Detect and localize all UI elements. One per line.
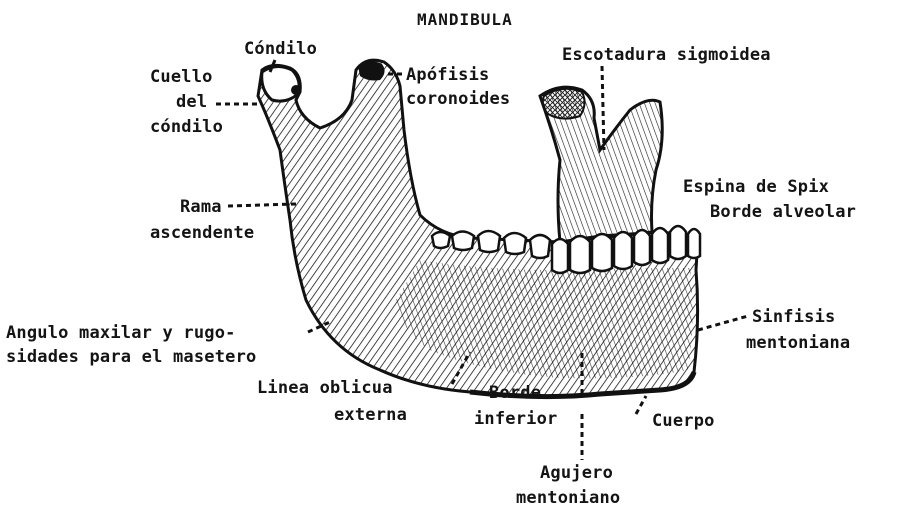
label-apofisis-line1: Apófisis [406,64,489,86]
label-agujero-line1: Agujero [540,462,613,484]
label-borde-alveolar: Borde alveolar [710,201,856,223]
label-rama-line1: Rama [180,196,222,218]
right-condyle [543,89,585,119]
label-linea-line2: externa [334,404,407,426]
label-condilo: Cóndilo [244,38,317,60]
label-agujero-line2: mentoniano [516,487,620,509]
label-sinfisis-line1: Sinfisis [752,306,835,328]
label-cuello-line1: Cuello [150,66,213,88]
label-linea-line1: Linea oblicua [257,377,393,399]
label-borde-inferior-line2: inferior [474,408,557,430]
label-cuello-line2: del [176,91,207,113]
label-cuerpo: Cuerpo [652,410,715,432]
label-cuello-line3: cóndilo [150,116,223,138]
label-apofisis-line2: coronoides [406,88,510,110]
label-angulo-line1: Angulo maxilar y rugo- [6,322,236,344]
label-escotadura: Escotadura sigmoidea [562,44,771,66]
left-condyle [262,66,299,101]
label-espina: Espina de Spix [683,176,829,198]
label-borde-inferior-line1: Borde [489,382,541,404]
label-sinfisis-line2: mentoniana [746,332,850,354]
label-angulo-line2: sidades para el masetero [6,346,256,368]
diagram-title: MANDIBULA [417,9,513,31]
label-rama-line2: ascendente [150,222,254,244]
